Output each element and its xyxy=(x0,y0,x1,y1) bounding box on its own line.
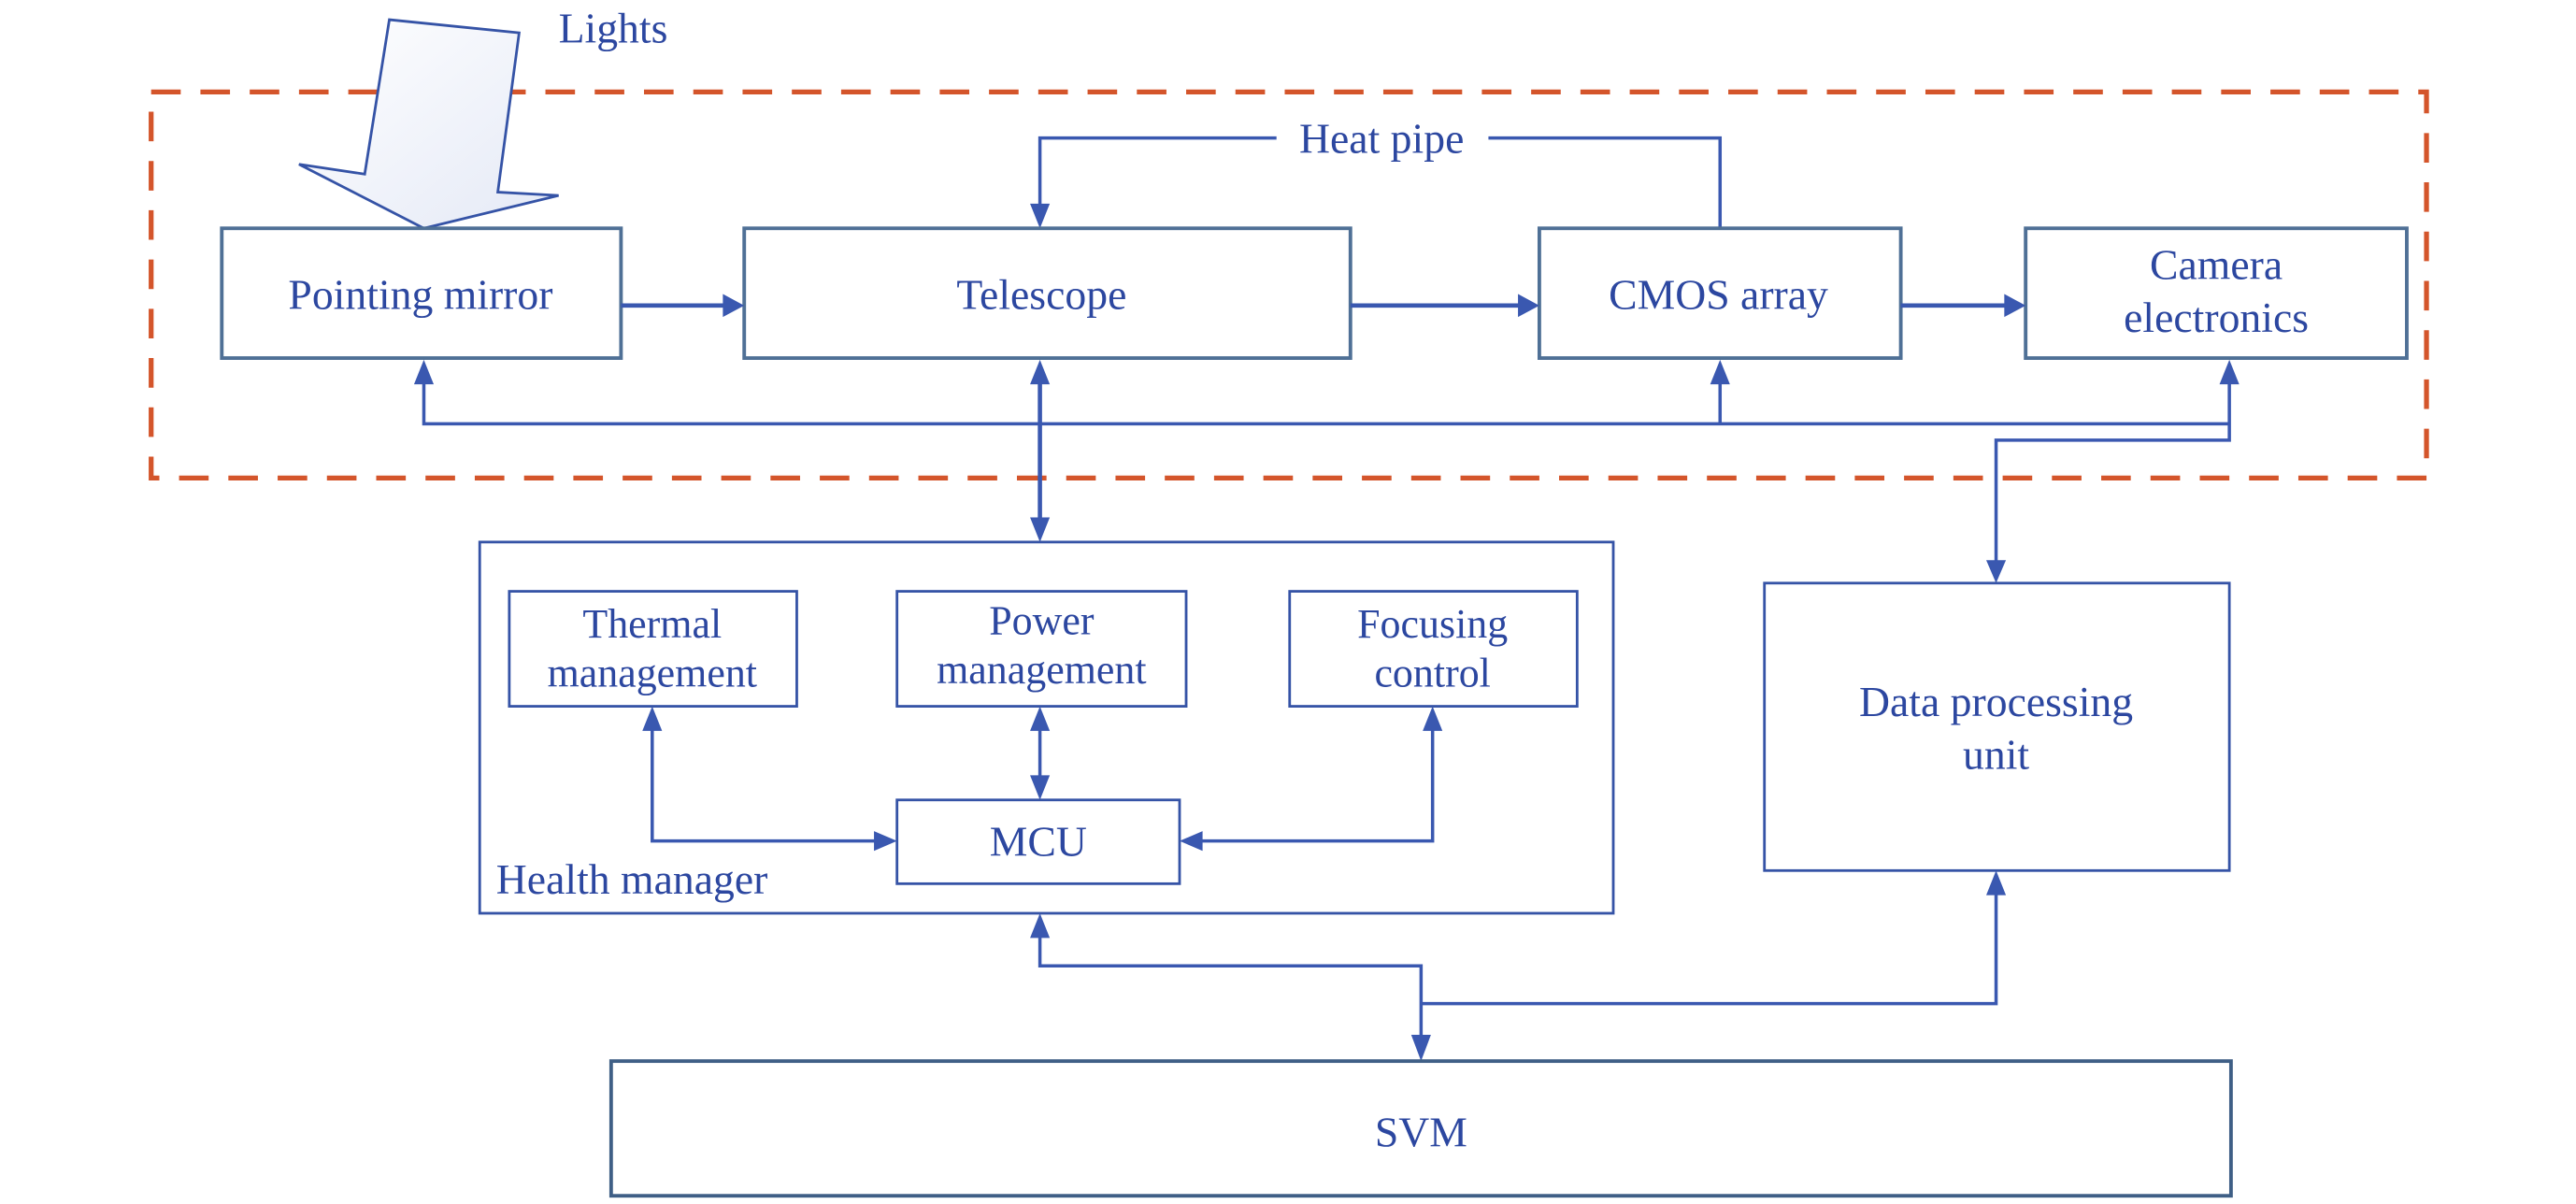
focusing-label-1: Focusing xyxy=(1357,601,1508,647)
focusing-control-block: Focusing control xyxy=(1288,590,1579,708)
camera-electronics-label-2: electronics xyxy=(2124,294,2309,341)
telescope-block: Telescope xyxy=(742,226,1352,360)
lights-label: Lights xyxy=(559,5,668,52)
light-arrow-icon xyxy=(298,18,559,230)
arrowhead xyxy=(1986,870,2007,896)
arrowhead xyxy=(1030,706,1051,731)
arrowhead xyxy=(1030,517,1051,542)
camera-to-dpu-line xyxy=(1994,378,2231,566)
arrowhead xyxy=(1030,203,1051,229)
arrowhead xyxy=(1030,359,1051,385)
thermal-management-block: Thermal management xyxy=(508,590,798,708)
arrowhead xyxy=(1518,294,1539,318)
thermal-label-2: management xyxy=(548,650,757,695)
svm-label: SVM xyxy=(1375,1109,1467,1156)
camera-electronics-block: Camera electronics xyxy=(2024,226,2409,360)
pointing-mirror-label: Pointing mirror xyxy=(288,270,552,318)
arrowhead xyxy=(413,359,435,385)
heat-pipe-line-left xyxy=(1038,136,1277,210)
thermal-label-1: Thermal xyxy=(582,601,722,647)
health-manager-label: Health manager xyxy=(496,855,768,903)
arrowhead xyxy=(1710,359,1730,385)
power-label-2: management xyxy=(937,647,1146,693)
arrowhead xyxy=(1179,831,1203,852)
thermal-mcu-line xyxy=(651,725,881,843)
arrowhead xyxy=(1423,706,1443,731)
camera-electronics-label-1: Camera xyxy=(2150,241,2283,289)
cmos-array-label: CMOS array xyxy=(1609,270,1828,318)
arrowhead xyxy=(874,831,897,852)
arrowhead xyxy=(1030,912,1051,939)
dpu-label-2: unit xyxy=(1963,730,2029,778)
power-label-1: Power xyxy=(989,597,1095,643)
heat-pipe-line-right xyxy=(1488,136,1723,229)
svm-dpu-line xyxy=(1421,890,1998,1006)
health-manager-svm-line xyxy=(1038,933,1424,1042)
svm-block: SVM xyxy=(608,1059,2233,1198)
arrowhead xyxy=(1030,775,1051,800)
focusing-mcu-line xyxy=(1195,725,1435,843)
arrowhead xyxy=(1410,1035,1431,1062)
cmos-array-block: CMOS array xyxy=(1537,226,1903,360)
control-bus-line xyxy=(422,378,2230,426)
arrowhead xyxy=(2219,359,2240,385)
payload-boundary xyxy=(149,89,2429,480)
arrowhead xyxy=(723,294,745,318)
focusing-label-2: control xyxy=(1374,650,1490,695)
arrowhead xyxy=(642,706,663,731)
arrowhead xyxy=(1986,560,2007,583)
mcu-block: MCU xyxy=(895,798,1181,885)
heat-pipe-label: Heat pipe xyxy=(1299,114,1464,162)
mcu-label: MCU xyxy=(990,817,1087,865)
power-management-block: Power management xyxy=(895,590,1188,708)
telescope-label: Telescope xyxy=(956,270,1126,318)
pointing-mirror-block: Pointing mirror xyxy=(220,226,623,360)
data-processing-unit-block: Data processing unit xyxy=(1763,581,2231,872)
dpu-label-1: Data processing xyxy=(1859,678,2133,725)
arrowhead xyxy=(2004,294,2026,318)
